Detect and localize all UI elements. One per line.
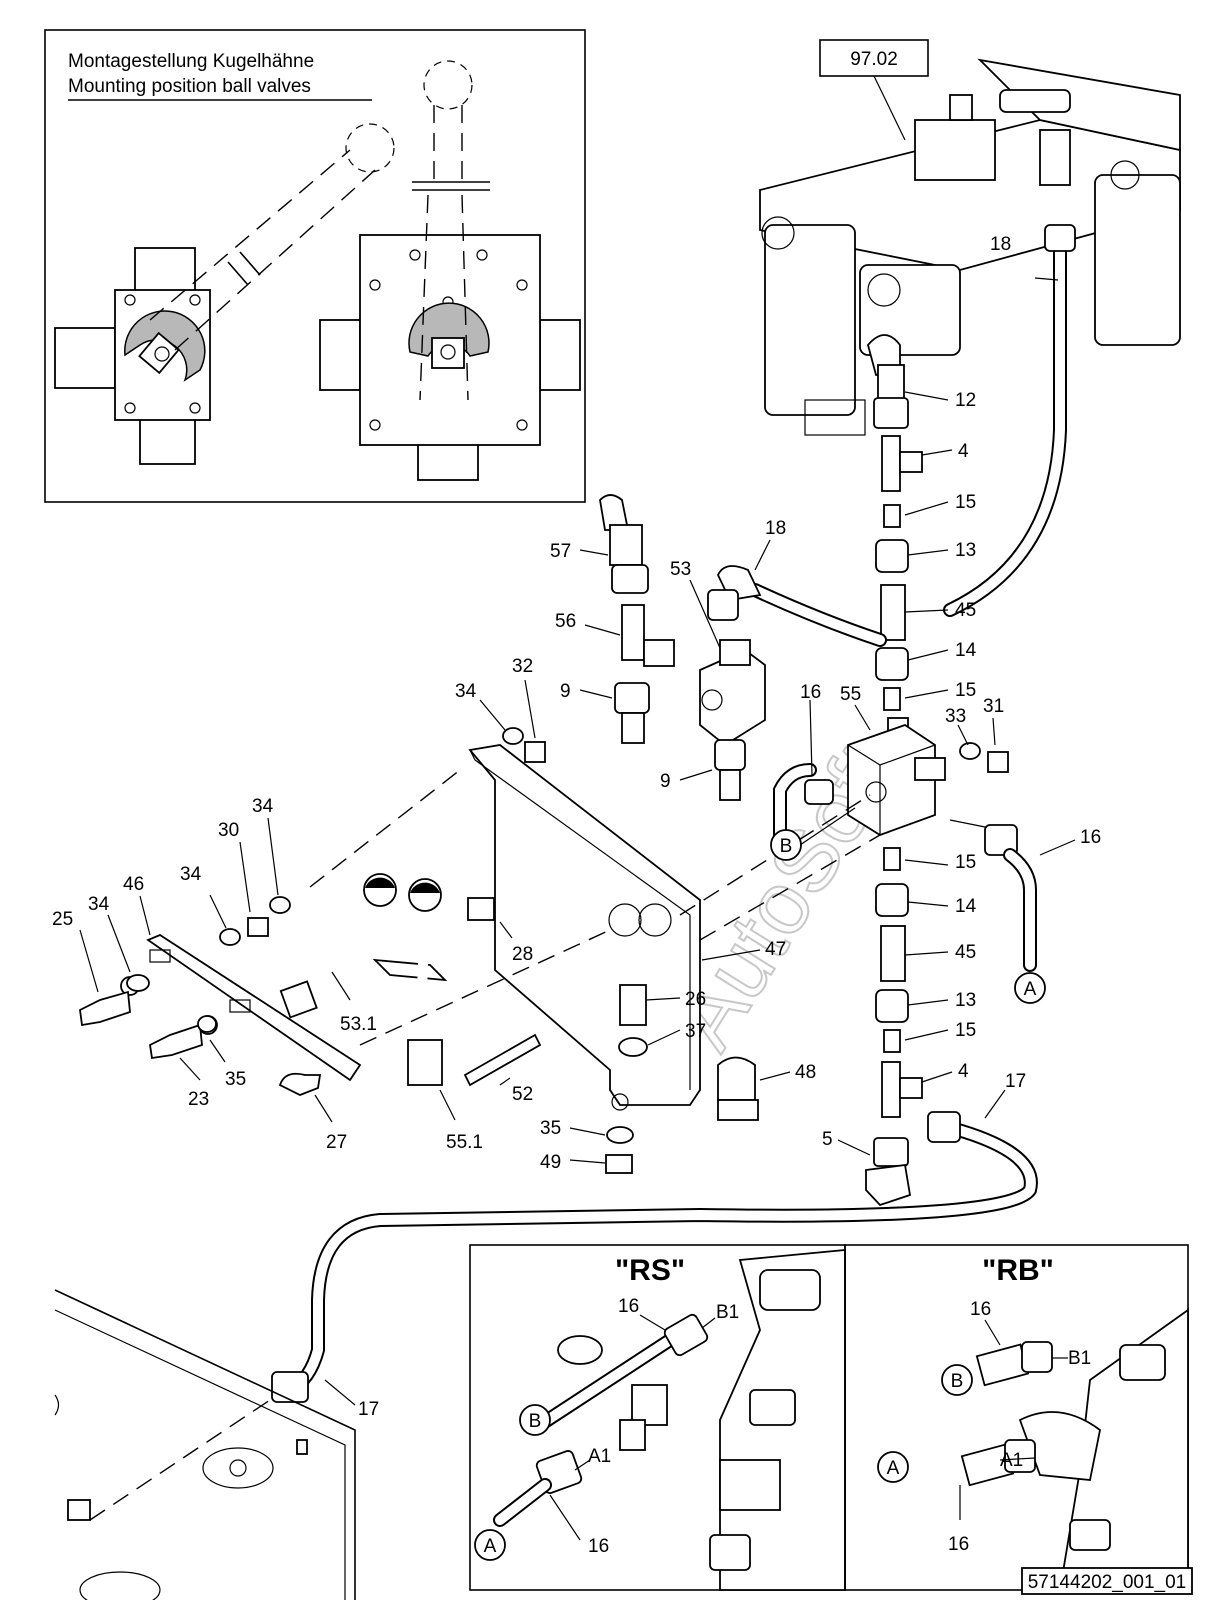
callout-52: 52 bbox=[512, 1084, 533, 1105]
callout-34: 34 bbox=[180, 864, 202, 885]
callout-56: 56 bbox=[555, 611, 576, 632]
ball-valve-angled bbox=[54, 123, 395, 465]
callout-45: 45 bbox=[955, 600, 976, 621]
inset-rb-port-a1: A1 bbox=[1000, 1450, 1023, 1471]
callout-57: 57 bbox=[550, 541, 571, 562]
callout-47: 47 bbox=[765, 939, 786, 960]
bracket-assembly bbox=[79, 727, 1009, 1174]
callout-34: 34 bbox=[252, 796, 274, 817]
callout-35: 35 bbox=[540, 1118, 561, 1139]
inset-rb-marker-b: B bbox=[951, 1371, 964, 1392]
callout-34: 34 bbox=[88, 894, 110, 915]
reference-box-label: 97.02 bbox=[850, 49, 898, 70]
callout-31: 31 bbox=[983, 696, 1004, 717]
callout-48: 48 bbox=[795, 1062, 816, 1083]
callout-4: 4 bbox=[958, 1061, 969, 1082]
inset-rb-hose-top: 16 bbox=[970, 1299, 991, 1320]
callout-28: 28 bbox=[512, 944, 533, 965]
callout-9: 9 bbox=[660, 771, 671, 792]
inset-rs-hose-bottom: 16 bbox=[588, 1536, 609, 1557]
ball-valve-upright bbox=[319, 60, 581, 481]
callout-49: 49 bbox=[540, 1152, 561, 1173]
inset-rs: "RS" 16 B1 A1 16 B A bbox=[469, 1244, 846, 1591]
callout-32: 32 bbox=[512, 656, 533, 677]
callout-53: 53 bbox=[670, 559, 691, 580]
callout-23: 23 bbox=[188, 1089, 209, 1110]
callouts: 12 4 15 13 45 14 15 18 18 57 53 56 9 9 1… bbox=[52, 234, 1101, 1420]
callout-5: 5 bbox=[822, 1129, 833, 1150]
callout-16: 16 bbox=[800, 682, 821, 703]
tank bbox=[54, 1289, 356, 1600]
callout-45: 45 bbox=[955, 942, 976, 963]
callout-27: 27 bbox=[326, 1132, 347, 1153]
inset-rs-title: "RS" bbox=[615, 1254, 685, 1287]
callout-53-1: 53.1 bbox=[340, 1014, 377, 1035]
callout-9: 9 bbox=[560, 681, 571, 702]
callout-12: 12 bbox=[955, 390, 976, 411]
inset-mounting-position: Montagestellung Kugelhähne Mounting posi… bbox=[44, 29, 586, 503]
inset-rs-hose-top: 16 bbox=[618, 1296, 639, 1317]
inset-title-english: Mounting position ball valves bbox=[68, 76, 311, 97]
callout-46: 46 bbox=[123, 874, 144, 895]
inset-rs-marker-a: A bbox=[484, 1536, 497, 1557]
inset-rb: "RB" 16 B1 A1 16 B A bbox=[844, 1244, 1189, 1591]
inset-rs-port-b1: B1 bbox=[716, 1302, 739, 1323]
filter-assembly: 97.02 bbox=[759, 39, 1181, 436]
callout-14: 14 bbox=[955, 896, 977, 917]
drawing-number: 57144202_001_01 bbox=[1028, 1572, 1187, 1593]
inset-rs-port-a1: A1 bbox=[588, 1446, 611, 1467]
inset-title-german: Montagestellung Kugelhähne bbox=[68, 51, 314, 72]
connection-markers: B A bbox=[770, 807, 1046, 1004]
inset-rs-marker-b: B bbox=[529, 1411, 542, 1432]
callout-15: 15 bbox=[955, 1020, 976, 1041]
pipe-stack bbox=[847, 334, 946, 1207]
callout-55-1: 55.1 bbox=[446, 1132, 483, 1153]
callout-18: 18 bbox=[990, 234, 1011, 255]
callout-18: 18 bbox=[765, 518, 786, 539]
valve-assembly-53 bbox=[599, 494, 766, 801]
callout-35: 35 bbox=[225, 1069, 246, 1090]
callout-4: 4 bbox=[958, 441, 969, 462]
callout-17: 17 bbox=[358, 1399, 379, 1420]
inset-rb-hose-bottom: 16 bbox=[948, 1534, 969, 1555]
inset-rb-marker-a: A bbox=[887, 1458, 900, 1479]
callout-14: 14 bbox=[955, 640, 977, 661]
marker-b: B bbox=[780, 836, 793, 857]
callout-16: 16 bbox=[1080, 827, 1101, 848]
callout-17: 17 bbox=[1005, 1071, 1026, 1092]
inset-rb-port-b1: B1 bbox=[1068, 1348, 1091, 1369]
callout-15: 15 bbox=[955, 680, 976, 701]
callout-15: 15 bbox=[955, 492, 976, 513]
callout-33: 33 bbox=[945, 706, 966, 727]
callout-13: 13 bbox=[955, 990, 976, 1011]
callout-30: 30 bbox=[218, 820, 239, 841]
callout-37: 37 bbox=[685, 1021, 706, 1042]
drawing-number-box bbox=[1021, 1567, 1193, 1595]
callout-15: 15 bbox=[955, 852, 976, 873]
inset-rb-title: "RB" bbox=[982, 1254, 1054, 1287]
callout-34: 34 bbox=[455, 681, 477, 702]
marker-a: A bbox=[1024, 979, 1037, 1000]
callout-13: 13 bbox=[955, 540, 976, 561]
callout-26: 26 bbox=[685, 989, 706, 1010]
callout-25: 25 bbox=[52, 909, 73, 930]
callout-55: 55 bbox=[840, 684, 861, 705]
hoses bbox=[271, 224, 1076, 1403]
